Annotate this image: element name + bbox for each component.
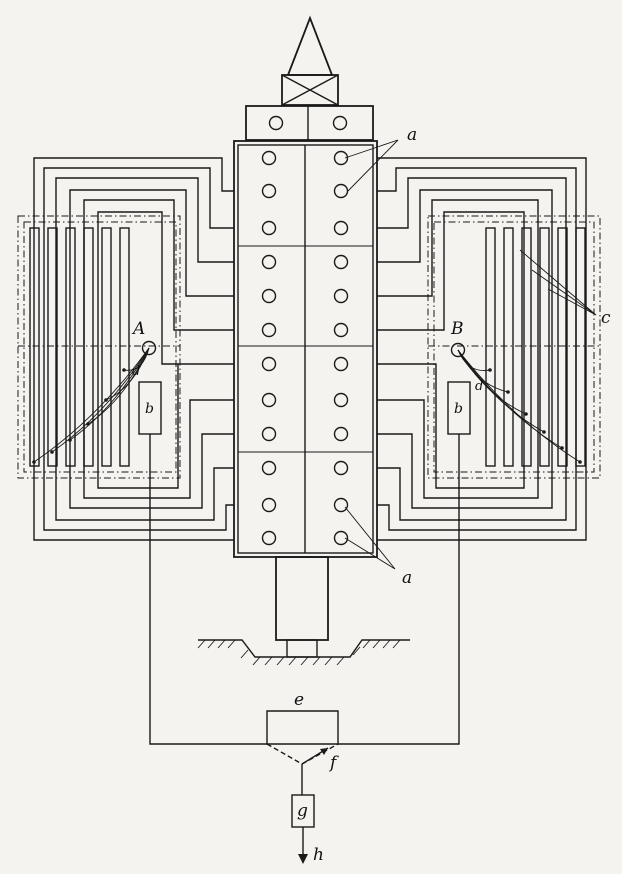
- label-pointers: [344, 139, 597, 570]
- connection-wire: [97, 211, 234, 489]
- contact-circle: [333, 220, 349, 236]
- contact-circle: [261, 392, 277, 408]
- contact-circle: [333, 150, 349, 166]
- connection-wire: [33, 157, 234, 541]
- label-d-right: d: [475, 379, 483, 394]
- central-electrode-column: [233, 140, 378, 558]
- label-b-left: b: [145, 401, 154, 417]
- sensor-B: [450, 342, 466, 358]
- contact-circle: [261, 530, 277, 546]
- connection-wire: [69, 189, 234, 509]
- electrode-bar: [521, 227, 532, 467]
- lead-point: [50, 450, 54, 454]
- contact-circle: [261, 322, 277, 338]
- label-B: B: [450, 319, 464, 339]
- connection-wire: [43, 167, 234, 531]
- sensor-A: [141, 340, 157, 356]
- arrow-h-icon: [298, 854, 308, 864]
- contact-circle: [333, 288, 349, 304]
- contact-circle: [333, 460, 349, 476]
- lead-point: [524, 412, 528, 416]
- lead-point: [542, 430, 546, 434]
- connection-wire: [377, 189, 553, 509]
- electrode-bar: [83, 227, 94, 467]
- contact-circle: [333, 254, 349, 270]
- contact-circle: [261, 356, 277, 372]
- lead-point: [488, 368, 492, 372]
- label-c: c: [601, 308, 611, 328]
- label-h: h: [313, 845, 324, 865]
- contact-circle: [333, 322, 349, 338]
- electrode-bank-B: [427, 215, 601, 479]
- lead-point: [32, 460, 36, 464]
- label-e: e: [294, 690, 304, 710]
- measuring-lead: [69, 347, 150, 441]
- electrode-bar: [65, 227, 76, 467]
- mast-top: [245, 15, 374, 141]
- contact-circle: [261, 288, 277, 304]
- measuring-lead: [457, 349, 581, 463]
- measuring-lead: [51, 347, 150, 453]
- left-connection-wires: [33, 157, 234, 541]
- output-circuit: [149, 434, 460, 864]
- connection-wire: [377, 157, 587, 541]
- electrode-bar: [119, 227, 130, 467]
- connection-wire: [377, 177, 567, 521]
- contact-circle: [333, 497, 349, 513]
- contact-circle: [261, 220, 277, 236]
- connection-wire: [377, 199, 539, 499]
- electrode-bars-right: [485, 227, 586, 467]
- measuring-lead: [457, 349, 563, 449]
- measuring-lead: [123, 347, 150, 371]
- measuring-lead: [457, 349, 491, 372]
- electrode-bar: [47, 227, 58, 467]
- label-f: f: [328, 753, 339, 773]
- lead-point: [86, 422, 90, 426]
- electrode-bar: [485, 227, 496, 467]
- contact-circle: [261, 426, 277, 442]
- contact-circle: [333, 530, 349, 546]
- label-a-top: a: [407, 125, 417, 145]
- lead-point: [68, 438, 72, 442]
- contact-circle: [261, 183, 277, 199]
- connection-wire: [377, 211, 525, 489]
- electrode-bank-A: [17, 215, 181, 479]
- electrode-bar: [101, 227, 112, 467]
- measuring-lead: [87, 347, 150, 425]
- electrode-bar: [503, 227, 514, 467]
- contact-circle: [261, 497, 277, 513]
- label-a-bottom: a: [402, 568, 412, 588]
- lead-point: [122, 368, 126, 372]
- lead-point: [578, 460, 582, 464]
- measuring-leads-d-left: [32, 347, 150, 464]
- electrode-bar: [29, 227, 40, 467]
- electrode-bar: [539, 227, 550, 467]
- column-base: [197, 556, 410, 666]
- lead-point: [506, 390, 510, 394]
- contact-circle: [333, 426, 349, 442]
- unit-e: [266, 710, 339, 745]
- measuring-lead: [33, 347, 150, 463]
- label-g: g: [297, 801, 308, 821]
- electrode-bar: [557, 227, 568, 467]
- contact-circle: [333, 356, 349, 372]
- electrode-bar: [575, 227, 586, 467]
- contact-circle: [333, 183, 349, 199]
- contact-circle: [333, 392, 349, 408]
- contact-circle: [261, 150, 277, 166]
- contact-circle: [261, 254, 277, 270]
- contact-circle: [261, 460, 277, 476]
- lead-point: [104, 398, 108, 402]
- connection-wire: [83, 199, 234, 499]
- electrode-bars-left: [29, 227, 130, 467]
- label-A: A: [131, 319, 145, 339]
- measuring-lead: [105, 347, 150, 401]
- label-d-left: d: [132, 364, 140, 379]
- electrode-contact-circles: [261, 150, 349, 546]
- measuring-leads-d-right: [457, 349, 582, 464]
- connection-wire: [55, 177, 234, 521]
- right-connection-wires: [377, 157, 587, 541]
- label-b-right: b: [454, 401, 463, 417]
